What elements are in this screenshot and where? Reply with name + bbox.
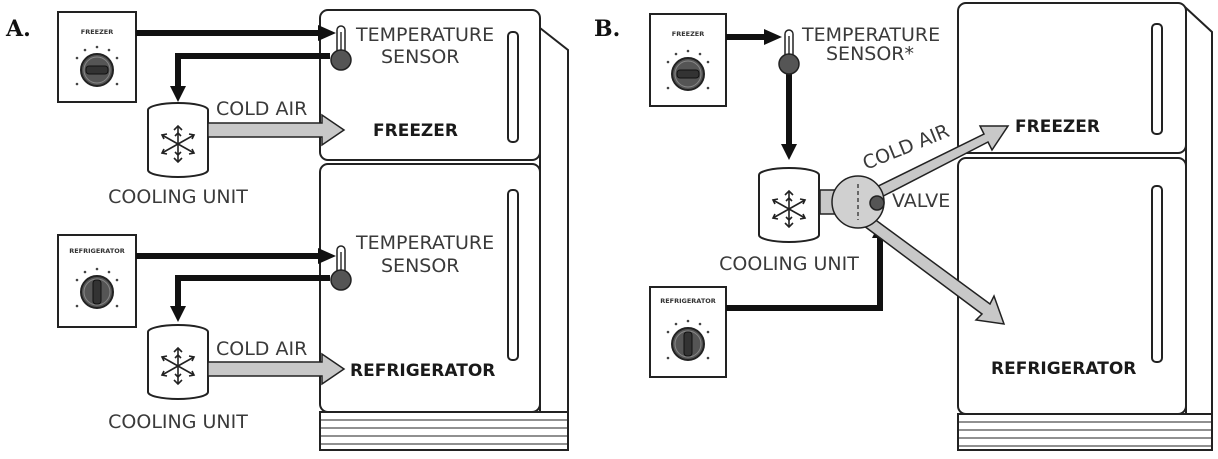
compartment-a-refrigerator: REFRIGERATOR	[350, 361, 495, 381]
cooling-unit-icon-b	[759, 168, 819, 242]
freezer-dial-label-a: FREEZER	[81, 28, 113, 36]
sensor-b-line1: TEMPERATURE	[801, 24, 940, 46]
panel-b: B. FREEZER REFRIGERATOR	[594, 2, 1213, 451]
cold-air-a-top-label: COLD AIR	[216, 98, 307, 120]
sensor-a-bottom-line1: TEMPERATURE	[355, 232, 494, 254]
compartment-a-freezer: FREEZER	[373, 121, 458, 141]
cold-air-arrow-a-bottom	[207, 352, 346, 386]
valve-label: VALVE	[892, 190, 950, 212]
panel-a-label: A.	[5, 16, 31, 42]
sensor-a-top-line2: SENSOR	[381, 46, 460, 68]
sensor-a-top-line1: TEMPERATURE	[355, 24, 494, 46]
fridge-dial-label-b: REFRIGERATOR	[660, 297, 716, 305]
sensor-b-line2: SENSOR*	[826, 43, 914, 65]
fridge-dial-label-a: REFRIGERATOR	[69, 247, 125, 255]
thermometer-icon-b	[778, 29, 800, 75]
cooling-unit-icon-a-bottom	[148, 325, 208, 399]
panel-b-label: B.	[594, 16, 620, 42]
cooling-unit-b-label: COOLING UNIT	[719, 253, 859, 275]
panel-a-fridge	[319, 9, 569, 451]
cooling-unit-icon-a-top	[148, 103, 208, 177]
compartment-b-freezer: FREEZER	[1015, 117, 1100, 137]
panel-a: A. FREEZER REFRIGERATOR	[5, 9, 569, 451]
freezer-dial-label-b: FREEZER	[672, 30, 704, 38]
control-arrows-a-bottom	[136, 248, 336, 322]
cooling-unit-a-top-label: COOLING UNIT	[108, 186, 248, 208]
compartment-b-refrigerator: REFRIGERATOR	[991, 359, 1136, 379]
cold-air-arrows-b	[819, 125, 1010, 325]
sensor-a-bottom-line2: SENSOR	[381, 255, 460, 277]
cold-air-arrow-a-top	[207, 113, 346, 147]
valve-icon	[869, 195, 885, 211]
control-arrows-a-top	[136, 25, 336, 102]
panel-b-fridge	[957, 2, 1213, 451]
cooling-unit-a-bottom-label: COOLING UNIT	[108, 411, 248, 433]
cold-air-a-bottom-label: COLD AIR	[216, 338, 307, 360]
